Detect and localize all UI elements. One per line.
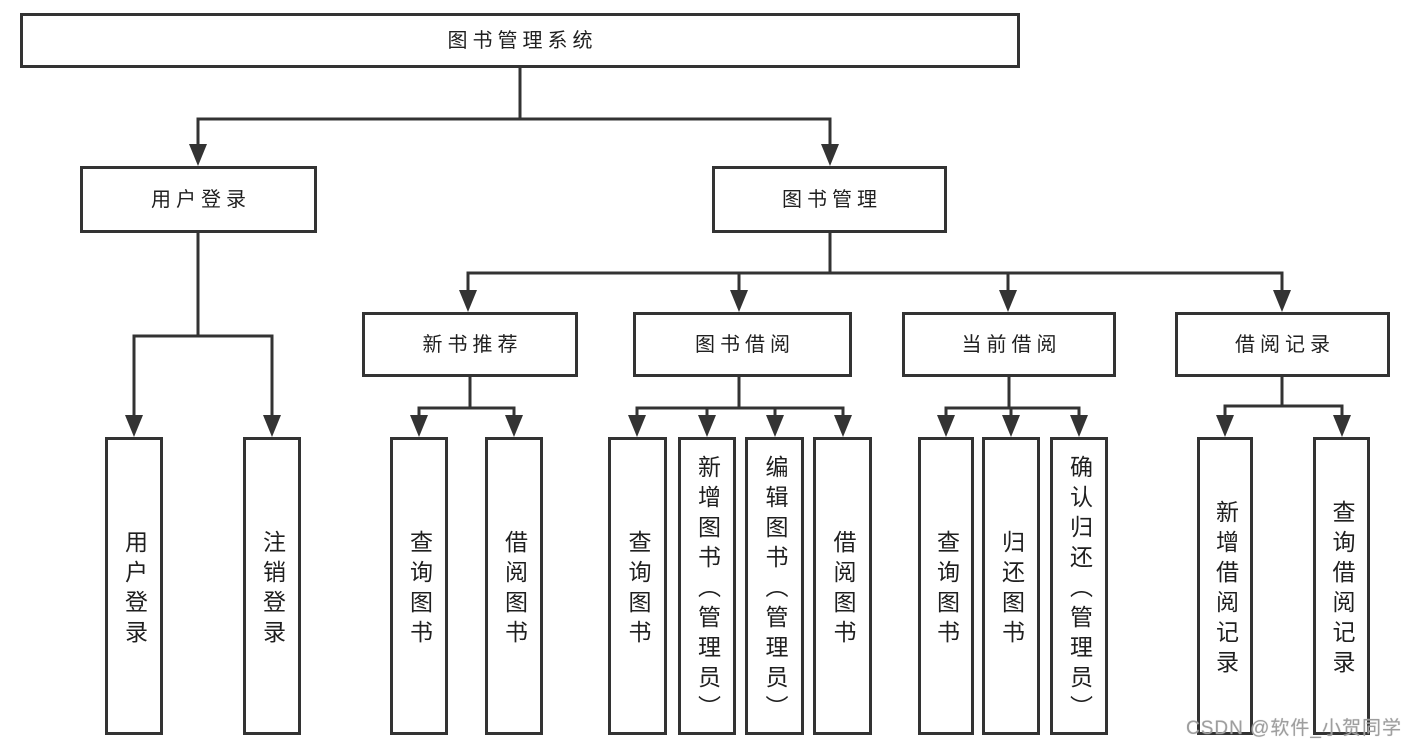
node-book-borrow: 图书借阅 <box>633 312 852 377</box>
leaf-add-borrow-record: 新增借阅记录 <box>1197 437 1253 735</box>
leaf-query-book-current: 查询图书 <box>918 437 974 735</box>
leaf-edit-book-admin: 编辑图书（管理员） <box>745 437 804 735</box>
arrowhead-icon <box>821 144 839 166</box>
node-borrow-records: 借阅记录 <box>1175 312 1390 377</box>
node-borrow-records-label: 借阅记录 <box>1235 333 1335 356</box>
node-current-borrow: 当前借阅 <box>902 312 1116 377</box>
arrowhead-icon <box>730 290 748 312</box>
arrowhead-icon <box>263 415 281 437</box>
leaf-borrow-book-recommend-label: 借阅图书 <box>501 529 528 650</box>
leaf-query-book-recommend-label: 查询图书 <box>406 529 433 650</box>
leaf-query-borrow-record: 查询借阅记录 <box>1313 437 1370 735</box>
node-new-book-recommend: 新书推荐 <box>362 312 578 377</box>
leaf-return-book-label: 归还图书 <box>998 529 1025 650</box>
watermark-text: CSDN @软件_小贺同学 <box>1186 718 1402 739</box>
node-book-management-label: 图书管理 <box>782 188 882 211</box>
leaf-query-book-borrow-label: 查询图书 <box>625 529 651 650</box>
leaf-borrow-book: 借阅图书 <box>813 437 872 735</box>
leaf-add-borrow-record-label: 新增借阅记录 <box>1212 499 1239 680</box>
arrowhead-icon <box>628 415 646 437</box>
leaf-query-book-recommend: 查询图书 <box>390 437 448 735</box>
leaf-edit-book-admin-label: 编辑图书（管理员） <box>762 454 788 725</box>
node-book-borrow-label: 图书借阅 <box>695 333 795 356</box>
node-book-management: 图书管理 <box>712 166 947 233</box>
arrowhead-icon <box>834 415 852 437</box>
arrowhead-icon <box>937 415 955 437</box>
leaf-logout-login: 注销登录 <box>243 437 301 735</box>
leaf-borrow-book-label: 借阅图书 <box>830 529 856 650</box>
leaf-query-book-current-label: 查询图书 <box>933 529 960 650</box>
arrowhead-icon <box>189 144 207 166</box>
node-user-login: 用户登录 <box>80 166 317 233</box>
arrowhead-icon <box>410 415 428 437</box>
arrowhead-icon <box>1002 415 1020 437</box>
node-current-borrow-label: 当前借阅 <box>961 333 1062 356</box>
arrowhead-icon <box>1070 415 1088 437</box>
leaf-logout-login-label: 注销登录 <box>259 529 286 650</box>
arrowhead-icon <box>505 415 523 437</box>
arrowhead-icon <box>1333 415 1351 437</box>
node-root-label: 图书管理系统 <box>447 29 598 52</box>
leaf-user-login: 用户登录 <box>105 437 163 735</box>
leaf-return-book: 归还图书 <box>982 437 1040 735</box>
leaf-query-borrow-record-label: 查询借阅记录 <box>1329 499 1355 680</box>
leaf-add-book-admin: 新增图书（管理员） <box>678 437 736 735</box>
leaf-borrow-book-recommend: 借阅图书 <box>485 437 543 735</box>
arrowhead-icon <box>125 415 143 437</box>
leaf-confirm-return-admin: 确认归还（管理员） <box>1050 437 1108 735</box>
arrowhead-icon <box>459 290 477 312</box>
arrowhead-icon <box>1273 290 1291 312</box>
leaf-confirm-return-admin-label: 确认归还（管理员） <box>1066 454 1093 725</box>
node-root: 图书管理系统 <box>20 13 1020 68</box>
arrowhead-icon <box>999 290 1017 312</box>
node-new-book-recommend-label: 新书推荐 <box>422 333 523 356</box>
leaf-user-login-label: 用户登录 <box>121 529 148 650</box>
leaf-add-book-admin-label: 新增图书（管理员） <box>694 454 721 725</box>
arrowhead-icon <box>698 415 716 437</box>
arrowhead-icon <box>766 415 784 437</box>
node-user-login-label: 用户登录 <box>151 188 251 211</box>
arrowhead-icon <box>1216 415 1234 437</box>
leaf-query-book-borrow: 查询图书 <box>608 437 667 735</box>
